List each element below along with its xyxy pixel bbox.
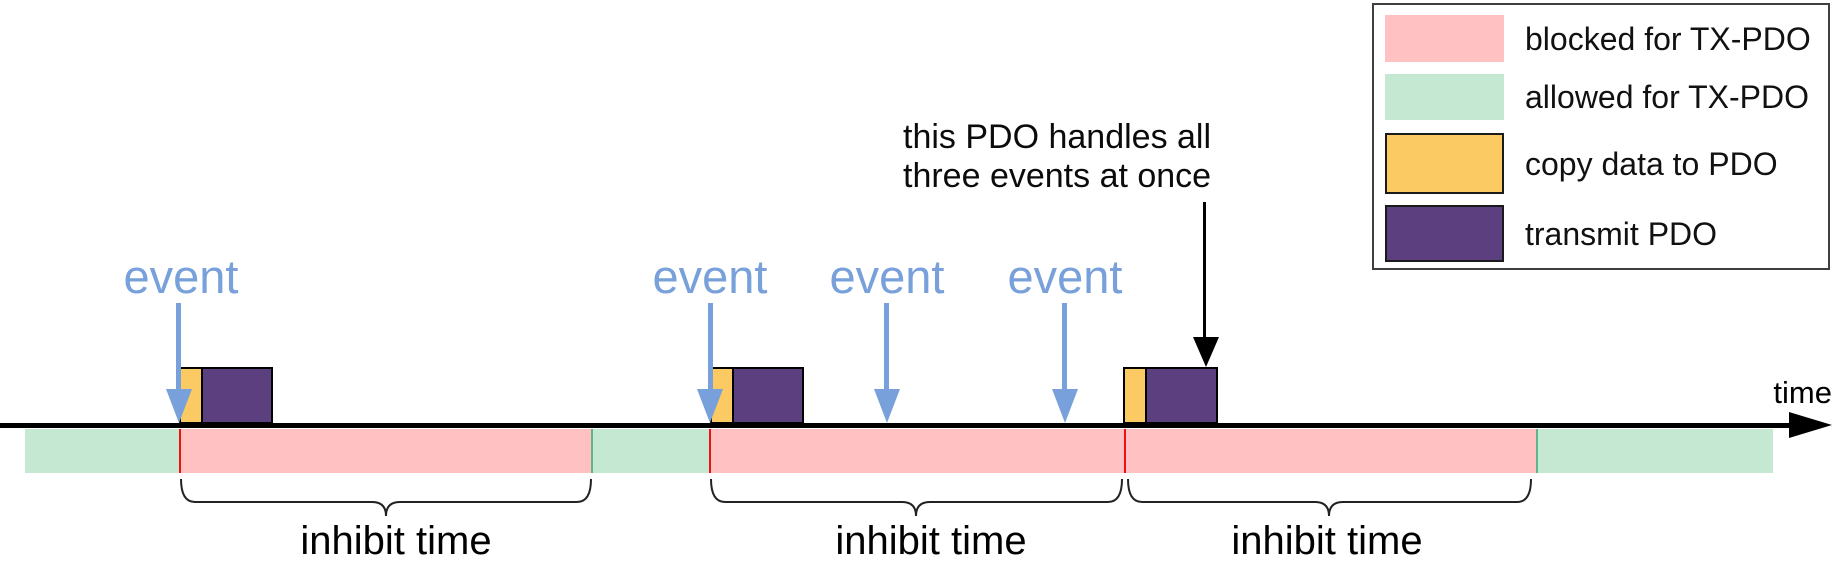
bar-segment-blocked-2 xyxy=(710,429,1537,473)
divider-inhibit-restart xyxy=(1124,429,1126,473)
event-arrowhead-icon-1 xyxy=(166,389,192,423)
bar-segment-allowed-2 xyxy=(592,429,710,473)
event-arrow-line-2 xyxy=(708,303,713,390)
legend: blocked for TX-PDO allowed for TX-PDO co… xyxy=(1372,3,1830,270)
inhibit-time-label-1: inhibit time xyxy=(300,519,492,563)
transmit-pdo-block-3 xyxy=(1145,367,1218,424)
event-label-1: event xyxy=(123,250,239,303)
bar-segment-blocked-1 xyxy=(180,429,592,473)
legend-row-allowed: allowed for TX-PDO xyxy=(1385,74,1828,120)
event-label-2: event xyxy=(652,250,768,303)
inhibit-time-label-3: inhibit time xyxy=(1231,519,1423,563)
transmit-pdo-block-1 xyxy=(201,367,273,424)
event-arrow-line-1 xyxy=(176,303,181,390)
time-axis xyxy=(0,423,1791,428)
legend-swatch-transmit xyxy=(1385,205,1504,262)
event-arrowhead-icon-3 xyxy=(874,389,900,423)
event-arrowhead-icon-2 xyxy=(697,389,723,423)
bar-segment-allowed-3 xyxy=(1537,429,1773,473)
legend-row-transmit: transmit PDO xyxy=(1385,205,1828,262)
legend-label-transmit: transmit PDO xyxy=(1525,215,1718,252)
inhibit-brace-1 xyxy=(180,478,592,517)
time-axis-label: time xyxy=(1773,375,1832,410)
event-arrowhead-icon-4 xyxy=(1052,389,1078,423)
event-label-3: event xyxy=(829,250,945,303)
annotation-text: this PDO handles all three events at onc… xyxy=(903,118,1211,196)
legend-row-blocked: blocked for TX-PDO xyxy=(1385,15,1828,62)
annotation-line-2: three events at once xyxy=(903,157,1212,195)
event-label-4: event xyxy=(1007,250,1123,303)
bar-segment-allowed-1 xyxy=(25,429,180,473)
legend-label-copy: copy data to PDO xyxy=(1525,145,1778,182)
event-arrow-line-4 xyxy=(1062,303,1067,390)
copy-data-block-3 xyxy=(1123,367,1147,424)
annotation-arrow-line xyxy=(1203,202,1206,342)
transmit-pdo-block-2 xyxy=(732,367,804,424)
legend-swatch-blocked xyxy=(1385,15,1504,62)
annotation-line-1: this PDO handles all xyxy=(903,118,1212,156)
time-axis-arrowhead-icon xyxy=(1789,412,1832,438)
inhibit-brace-3 xyxy=(1127,478,1532,517)
legend-row-copy: copy data to PDO xyxy=(1385,133,1828,194)
event-arrow-line-3 xyxy=(884,303,889,390)
legend-swatch-copy xyxy=(1385,133,1504,194)
legend-label-allowed: allowed for TX-PDO xyxy=(1525,79,1809,115)
inhibit-time-label-2: inhibit time xyxy=(835,519,1027,563)
legend-swatch-allowed xyxy=(1385,74,1504,120)
divider-event-2 xyxy=(709,429,711,473)
legend-label-blocked: blocked for TX-PDO xyxy=(1525,20,1811,57)
annotation-arrowhead-icon xyxy=(1193,337,1219,367)
divider-inhibit-end-3 xyxy=(1536,429,1538,473)
divider-event-1 xyxy=(179,429,181,473)
inhibit-brace-2 xyxy=(710,478,1123,517)
divider-inhibit-end-1 xyxy=(591,429,593,473)
